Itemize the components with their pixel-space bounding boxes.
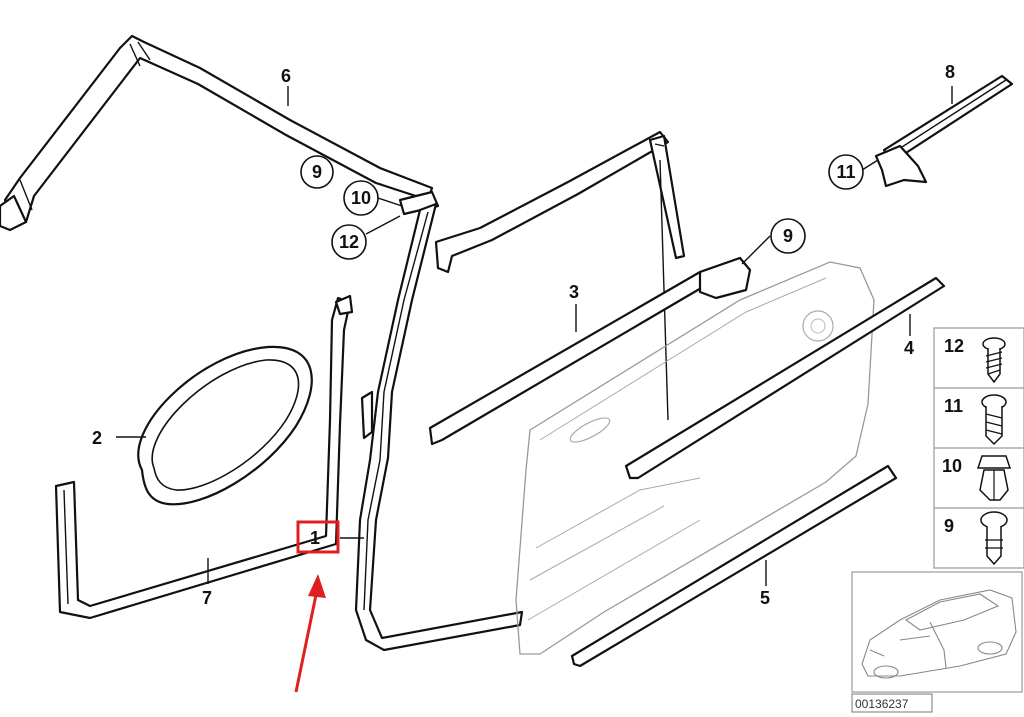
- callout-8: 8: [945, 62, 955, 82]
- highlight-box: [296, 520, 340, 554]
- callout-9-top: 9: [312, 162, 322, 182]
- callout-12: 12: [339, 232, 359, 252]
- callout-4: 4: [904, 338, 914, 358]
- push-pin-icon: [980, 511, 1008, 566]
- expanding-rivet-icon: [981, 394, 1007, 446]
- part-2-loop-seal: [137, 345, 313, 506]
- callout-10: 10: [351, 188, 371, 208]
- car-outline-icon: [861, 589, 1017, 679]
- legend-label-11: 11: [944, 396, 963, 416]
- part-5-lower-trim: [570, 464, 898, 668]
- part-11-end-piece: [874, 144, 928, 188]
- callout-11: 11: [836, 162, 855, 182]
- legend-label-12: 12: [944, 336, 964, 356]
- screw-icon: [982, 337, 1006, 384]
- callout-2: 2: [92, 428, 102, 448]
- fastener-legend: 12 11 10 9: [933, 327, 1024, 569]
- part-7-weatherstrip: [54, 294, 354, 620]
- highlight-arrow-head: [308, 574, 326, 598]
- highlight-arrow-shaft: [294, 589, 319, 693]
- door-shell: [515, 261, 875, 655]
- callout-9-right: 9: [783, 226, 793, 246]
- callout-6: 6: [281, 66, 291, 86]
- part-3-window-channel: [428, 130, 752, 446]
- part-1-door-seal: [354, 202, 524, 652]
- thumbnail-reference: 00136237: [855, 697, 909, 711]
- callout-3: 3: [569, 282, 579, 302]
- part-4-trim-strip: [624, 276, 946, 480]
- part-6-frame-seal: [0, 34, 440, 232]
- legend-label-9: 9: [944, 516, 954, 536]
- car-thumbnail: 00136237: [851, 571, 1023, 713]
- callout-7: 7: [202, 588, 212, 608]
- highlight-callout-1: 1: [294, 520, 340, 693]
- callout-1: 1: [310, 528, 320, 548]
- circled-callouts: 9 10 12 9 11: [300, 154, 864, 260]
- legend-label-10: 10: [942, 456, 962, 476]
- callout-5: 5: [760, 588, 770, 608]
- callout-labels: 6 2 7 3 4 5 8: [92, 62, 955, 608]
- plastic-clip-icon: [976, 455, 1012, 501]
